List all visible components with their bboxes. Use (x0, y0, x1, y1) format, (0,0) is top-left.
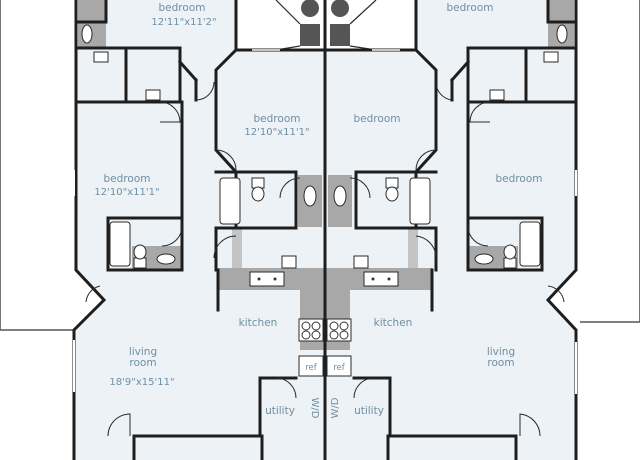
label-bedroom-mid-left: bedroom (104, 173, 151, 185)
ref-box-right (326, 355, 352, 377)
label-bedroom-top-right: bedroom (447, 2, 494, 14)
label-living-right-1: living (487, 346, 515, 358)
label-bedroom-center-right: bedroom (354, 113, 401, 125)
label-bedroom-mid-right: bedroom (496, 173, 543, 185)
kitchen-sink-right (363, 271, 399, 287)
label-bedroom-center-left-dim: 12'10"x11'1" (244, 127, 309, 138)
top-center-fixtures (275, 0, 377, 51)
label-bedroom-top-left: bedroom (159, 2, 206, 14)
bath-fixtures (81, 24, 568, 269)
label-bedroom-top-left-dim: 12'11"x11'2" (151, 17, 216, 28)
doors (85, 81, 565, 437)
label-wd-left: W/D (309, 398, 320, 419)
stove-right (326, 318, 352, 342)
label-bedroom-mid-left-dim: 12'10"x11'1" (94, 187, 159, 198)
bath-floor-top-left (78, 0, 106, 48)
label-kitchen-left: kitchen (239, 317, 278, 329)
ref-box-left (298, 355, 324, 377)
windows (73, 49, 577, 394)
stove-left (298, 318, 324, 342)
label-living-left-dim: 18'9"x15'11" (109, 377, 174, 388)
label-ref-left: ref (305, 363, 318, 373)
exterior-outline-right (580, 0, 640, 323)
kitchen-sink-left (249, 271, 285, 287)
label-wd-right: W/D (330, 397, 341, 418)
label-utility-left: utility (265, 405, 295, 417)
hall-strip-right (408, 228, 418, 268)
label-living-right-2: room (487, 357, 514, 369)
exterior-outline-left (0, 0, 74, 331)
label-living-left-1: living (129, 346, 157, 358)
label-kitchen-right: kitchen (374, 317, 413, 329)
label-bedroom-center-left: bedroom (254, 113, 301, 125)
hall-strip-left (232, 228, 242, 268)
label-living-left-2: room (129, 357, 156, 369)
label-utility-right: utility (354, 405, 384, 417)
label-ref-right: ref (333, 363, 346, 373)
